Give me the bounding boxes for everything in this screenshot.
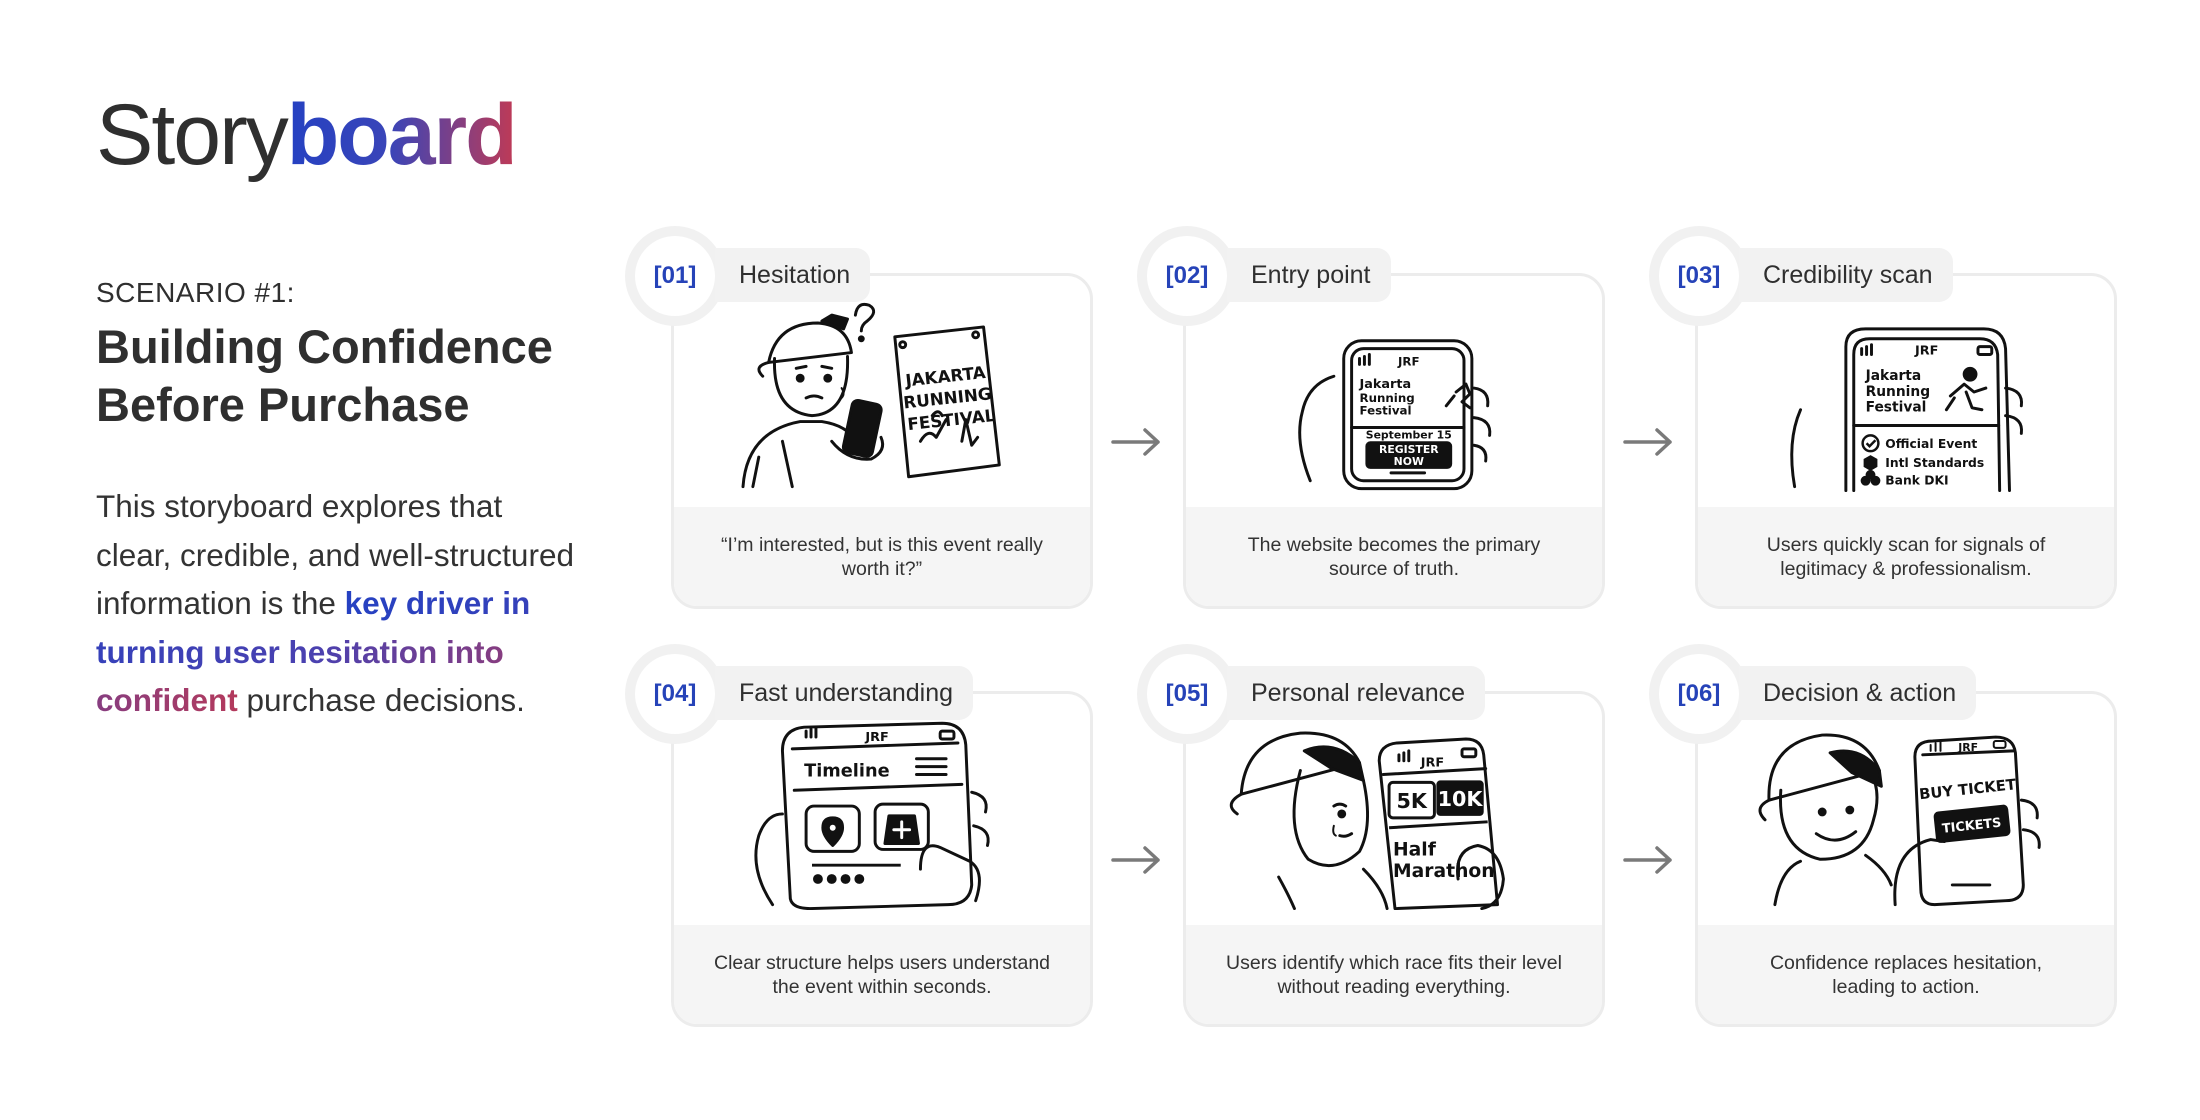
scenario-description-highlight: key driver in turning user hesitation in… xyxy=(96,585,531,718)
phone-brand: JRF xyxy=(1420,756,1444,771)
card-caption-area: Users identify which race fits their lev… xyxy=(1186,925,1602,1024)
race-option-marathon: Marathon xyxy=(1393,861,1495,882)
title-part-board: board xyxy=(286,87,518,183)
story-card-01: JAKARTA RUNNING FESTIVAL “I’m interested… xyxy=(671,273,1093,609)
credibility-scan-illustration: JRF Jakarta Running Festival Official Ev… xyxy=(1790,327,2023,492)
intl-standards-text: Intl Standards xyxy=(1885,456,1984,470)
card-title-02: Entry point xyxy=(1227,248,1391,302)
arrow-right-icon xyxy=(1623,846,1672,874)
card-caption: “I’m interested, but is this event reall… xyxy=(721,533,1043,580)
bank-dki-text: Bank DKI xyxy=(1885,474,1948,488)
scenario-heading: Building Confidence Before Purchase xyxy=(96,320,553,431)
tickets-button-label: TICKETS xyxy=(1941,816,2002,837)
card-number-badge-02: [02] xyxy=(1137,226,1237,326)
card-number-badge-01: [01] xyxy=(625,226,725,326)
card-number: [05] xyxy=(1147,654,1227,734)
arrow-right-icon xyxy=(1623,428,1672,456)
race-option-half: Half xyxy=(1393,839,1437,860)
phone-line-festival: Festival xyxy=(1359,404,1411,418)
phone-line-running: Running xyxy=(1866,384,1931,400)
card-title-05: Personal relevance xyxy=(1227,666,1486,720)
phone-line-running: Running xyxy=(1359,391,1414,405)
decision-action-illustration: JRF BUY TICKET TICKETS xyxy=(1758,733,2041,907)
card-caption: Users quickly scan for signals of legiti… xyxy=(1766,533,2046,580)
story-card-03: JRF Jakarta Running Festival Official Ev… xyxy=(1695,273,2117,609)
card-number: [02] xyxy=(1147,236,1227,316)
phone-brand: JRF xyxy=(1914,344,1938,359)
phone-brand: JRF xyxy=(1957,741,1978,754)
card-number: [04] xyxy=(635,654,715,734)
card-title-04: Fast understanding xyxy=(715,666,974,720)
card-caption-area: The website becomes the primary source o… xyxy=(1186,507,1602,606)
card-number: [01] xyxy=(635,236,715,316)
register-label-2: NOW xyxy=(1394,455,1424,468)
scenario-description-text-end: purchase decisions. xyxy=(237,682,525,718)
card-number-badge-05: [05] xyxy=(1137,644,1237,744)
story-card-04: JRF Timeline Clear structure helps users… xyxy=(671,691,1093,1027)
race-option-5k: 5K xyxy=(1397,789,1428,813)
hesitation-illustration: JAKARTA RUNNING FESTIVAL xyxy=(741,302,1001,489)
scenario-label: SCENARIO #1: xyxy=(96,277,295,308)
story-card-06: JRF BUY TICKET TICKETS Confidence replac… xyxy=(1695,691,2117,1027)
card-caption: The website becomes the primary source o… xyxy=(1247,533,1541,580)
arrow-right-icon xyxy=(1111,846,1160,874)
card-title-06: Decision & action xyxy=(1739,666,1977,720)
card-number-badge-04: [04] xyxy=(625,644,725,744)
card-caption-area: Clear structure helps users understand t… xyxy=(674,925,1090,1024)
story-card-05: JRF 5K 10K Half Marathon Users identify … xyxy=(1183,691,1605,1027)
scenario-description-text: This storyboard explores that clear, cre… xyxy=(96,488,574,621)
story-card-02: JRF Jakarta Running Festival September 1… xyxy=(1183,273,1605,609)
arrow-right-icon xyxy=(1111,428,1160,456)
card-caption-area: Users quickly scan for signals of legiti… xyxy=(1698,507,2114,606)
card-caption-area: “I’m interested, but is this event reall… xyxy=(674,507,1090,606)
phone-date: September 15 xyxy=(1366,428,1452,441)
card-caption: Clear structure helps users understand t… xyxy=(714,951,1051,998)
race-option-10k: 10K xyxy=(1438,787,1484,811)
entry-point-illustration: JRF Jakarta Running Festival September 1… xyxy=(1298,339,1492,491)
official-event-text: Official Event xyxy=(1885,437,1977,451)
scenario-description: This storyboard explores that clear, cre… xyxy=(96,482,576,725)
phone-line-jakarta: Jakarta xyxy=(1865,368,1922,384)
card-number: [03] xyxy=(1659,236,1739,316)
page-title: Storyboard xyxy=(96,92,518,178)
card-caption: Users identify which race fits their lev… xyxy=(1226,951,1562,998)
phone-line-jakarta: Jakarta xyxy=(1358,377,1411,392)
card-number-badge-06: [06] xyxy=(1649,644,1749,744)
phone-line-festival: Festival xyxy=(1866,400,1927,416)
fast-understanding-illustration: JRF Timeline xyxy=(754,721,990,910)
card-caption: Confidence replaces hesitation, leading … xyxy=(1769,951,2043,998)
card-title-03: Credibility scan xyxy=(1739,248,1953,302)
title-part-story: Story xyxy=(96,87,289,183)
personal-relevance-illustration: JRF 5K 10K Half Marathon xyxy=(1229,731,1505,910)
timeline-text: Timeline xyxy=(804,761,890,781)
phone-brand: JRF xyxy=(864,730,888,745)
phone-brand: JRF xyxy=(1397,354,1420,368)
card-number: [06] xyxy=(1659,654,1739,734)
card-caption-area: Confidence replaces hesitation, leading … xyxy=(1698,925,2114,1024)
card-number-badge-03: [03] xyxy=(1649,226,1749,326)
card-title-01: Hesitation xyxy=(715,248,871,302)
register-label: REGISTER xyxy=(1379,443,1439,456)
